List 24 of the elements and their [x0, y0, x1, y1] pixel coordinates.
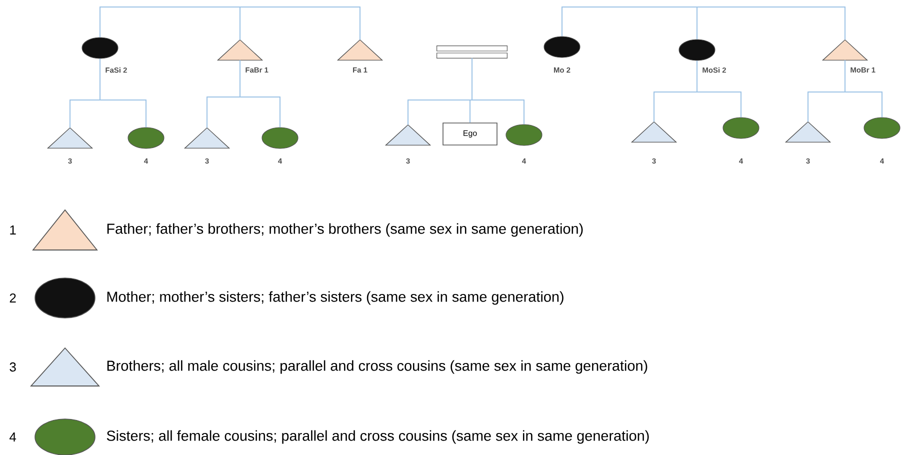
connector-line [696, 6, 846, 40]
connector-line [844, 60, 882, 118]
connector-line [240, 60, 280, 128]
legend-text: Brothers; all male cousins; parallel and cross cousins (same sex in same generation) [107, 360, 648, 374]
circle-symbol [506, 124, 542, 146]
legend-number: 2 [10, 293, 16, 303]
connector-line [472, 58, 524, 125]
circle-symbol [82, 37, 118, 59]
circle-symbol [864, 117, 900, 139]
legend-number: 4 [10, 432, 16, 442]
connector-line [240, 6, 360, 40]
connector-line [100, 58, 146, 128]
legend-text: Father; father’s brothers; mother’s brothers (same sex in same generation) [107, 223, 583, 237]
legend-number: 3 [10, 362, 16, 372]
circle-symbol [678, 39, 716, 61]
circle-symbol [128, 127, 164, 149]
double-bar-symbol [436, 46, 508, 58]
legend-text: Sisters; all female cousins; parallel and cross cousins (same sex in same generation) [106, 430, 649, 444]
legend-text: Mother; mother’s sisters; father’s sisters (same sex in same generation) [107, 291, 564, 305]
circle-symbol [544, 36, 580, 58]
circle-symbol [722, 117, 760, 139]
legend-number: 1 [10, 226, 16, 234]
circle-symbol [262, 127, 298, 149]
connector-line [696, 60, 742, 118]
